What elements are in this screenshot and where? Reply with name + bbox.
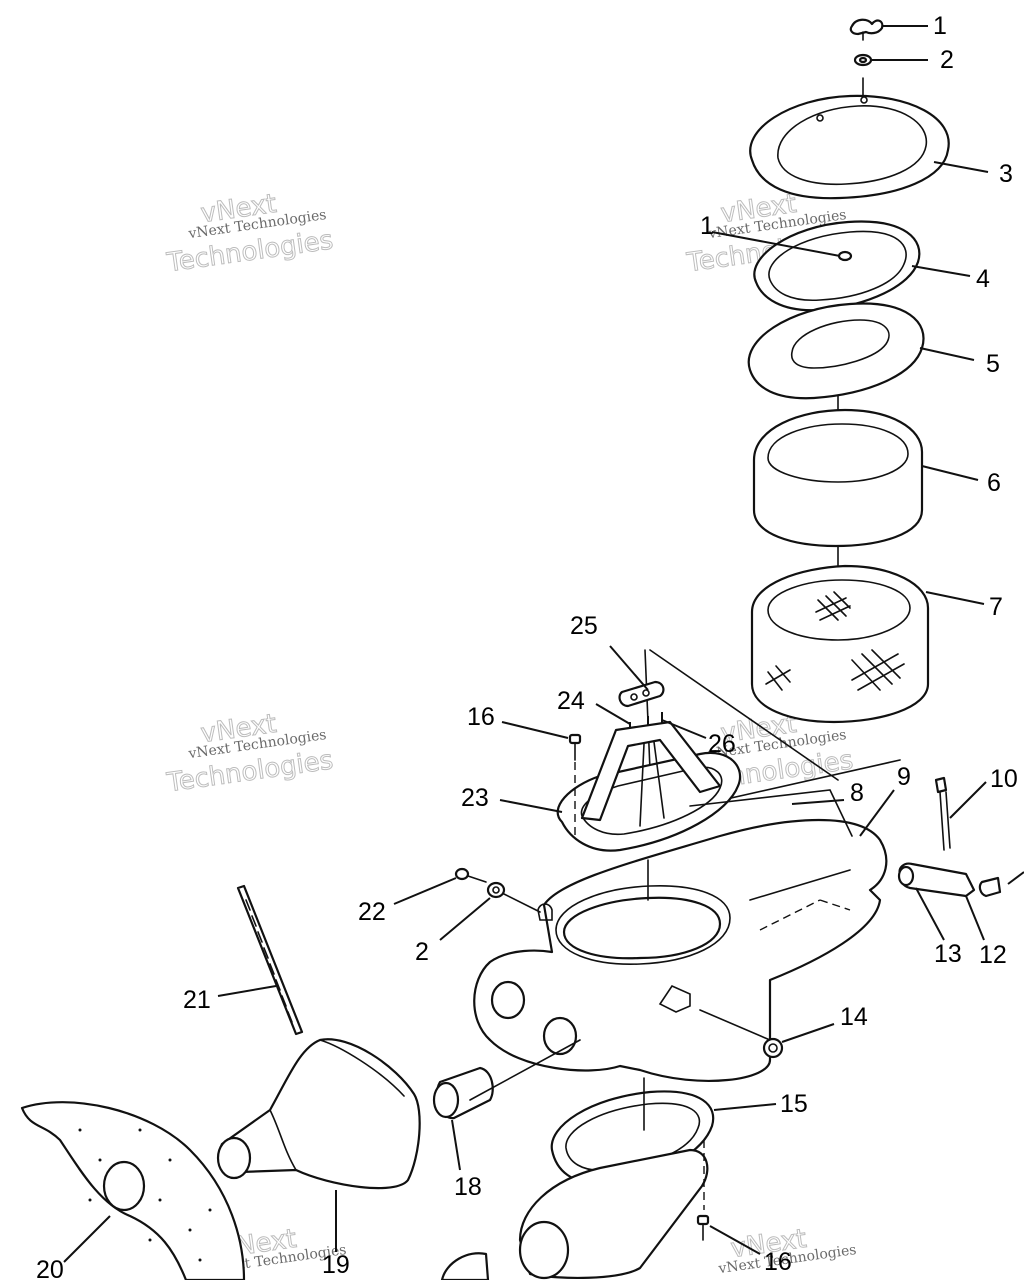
callout-label: 23 (461, 784, 489, 812)
bolt (454, 867, 487, 883)
callout-label: 20 (36, 1256, 64, 1280)
callout-label: 2 (940, 46, 954, 74)
screw-bottom (696, 1140, 710, 1241)
callout-label: 7 (989, 593, 1003, 621)
callout-label: 16 (467, 703, 495, 731)
filter-element (750, 564, 930, 724)
filter-cover-plate (747, 302, 925, 400)
filter-support-frame (556, 720, 741, 852)
callout-label: 19 (322, 1251, 350, 1279)
leader-lines (63, 25, 1024, 1263)
air-box-cover (749, 94, 950, 200)
callout-label: 5 (986, 350, 1000, 378)
strap (934, 776, 951, 851)
callout-label: 4 (976, 265, 990, 293)
callout-label: 22 (358, 898, 386, 926)
outlet-duct (440, 1148, 709, 1280)
assembly-line (699, 759, 901, 806)
callout-label: 26 (708, 730, 736, 758)
cover-gasket (753, 220, 921, 312)
assembly-line (503, 893, 541, 913)
callout-label: 12 (979, 941, 1007, 969)
heat-shield (20, 1101, 246, 1280)
callout-label: 9 (897, 763, 911, 791)
callout-label: 13 (934, 940, 962, 968)
sleeve (432, 1039, 581, 1120)
grommet (699, 1009, 784, 1059)
callout-label: 25 (570, 612, 598, 640)
callout-label: 14 (840, 1003, 868, 1031)
callout-label: 3 (999, 160, 1013, 188)
assembly-line (644, 649, 839, 781)
foam-pre-filter (752, 408, 924, 548)
callout-label: 1 (933, 12, 947, 40)
retainer-plate (618, 680, 665, 708)
washer-small (486, 881, 506, 899)
screw (568, 733, 582, 840)
callout-label: 18 (454, 1173, 482, 1201)
wing-nut (849, 18, 884, 41)
drain-hose (897, 862, 1002, 898)
callout-label: 16 (764, 1248, 792, 1276)
callout-label: 6 (987, 469, 1001, 497)
intake-boot (216, 1038, 421, 1190)
washer (853, 53, 873, 67)
callout-label: 21 (183, 986, 211, 1014)
watermark-middle-left: vNext vNext Technologies Technologies (164, 708, 336, 799)
callout-label: 15 (780, 1090, 808, 1118)
callout-label: 10 (990, 765, 1018, 793)
callout-label: 24 (557, 687, 585, 715)
watermark-top-left: vNext vNext Technologies Technologies (164, 188, 336, 279)
tie-strap (236, 884, 304, 1036)
callout-label: 2 (415, 938, 429, 966)
callout-label: 8 (850, 779, 864, 807)
callout-labels: 1 2 3 1 4 5 6 7 25 24 26 16 23 8 9 10 22… (36, 12, 1018, 1280)
callout-label: 1 (700, 212, 714, 240)
air-box-body (473, 789, 888, 1083)
